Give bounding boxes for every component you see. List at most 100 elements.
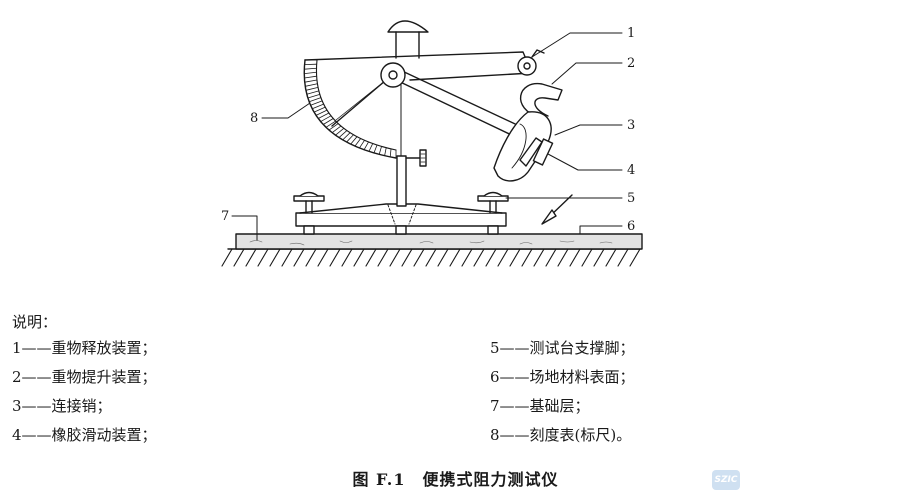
scale-tick xyxy=(346,134,354,143)
scale-tick xyxy=(315,109,328,116)
scale-tick xyxy=(389,148,392,158)
scale-tick xyxy=(354,138,362,147)
pendulum-tester-diagram: 1 2 3 4 5 6 7 8 xyxy=(221,20,643,267)
callout-1: 1 xyxy=(627,26,635,41)
scale-tick xyxy=(325,120,337,128)
scale-tick xyxy=(378,146,382,155)
hatch-line xyxy=(317,248,329,267)
hatch-line xyxy=(605,248,617,267)
support-screw-right xyxy=(477,191,509,214)
scale-tick xyxy=(303,67,317,70)
slider-block xyxy=(519,137,543,167)
hatch-line xyxy=(329,248,341,267)
scale-tick xyxy=(307,93,321,99)
hatch-line xyxy=(365,248,377,267)
hatch-line xyxy=(473,248,485,267)
legend-item-1: 1——重物释放装置； xyxy=(12,339,157,357)
legend-item-5: 5——测试台支撑脚； xyxy=(490,339,635,357)
hatch-line xyxy=(233,248,245,267)
scale-tick xyxy=(303,71,317,75)
hatch-line xyxy=(437,248,449,267)
scale-tick xyxy=(368,143,374,152)
hatch-line xyxy=(269,248,281,267)
scale-tick xyxy=(331,125,342,134)
legend-item-2: 2——重物提升装置； xyxy=(12,368,157,386)
ground-hatch xyxy=(221,248,641,267)
scale-tick xyxy=(308,97,322,103)
callout-6: 6 xyxy=(627,219,635,234)
hatch-line xyxy=(221,248,233,267)
legend-item-7: 7——基础层； xyxy=(490,397,590,415)
support-screw-left xyxy=(293,191,325,214)
legend-title: 说明： xyxy=(12,313,58,331)
leader-lines xyxy=(231,32,623,241)
scale-tick xyxy=(335,127,345,136)
frame-arm xyxy=(304,51,533,81)
hatch-line xyxy=(293,248,305,267)
callout-8: 8 xyxy=(250,111,258,126)
legend-item-6: 6——场地材料表面； xyxy=(490,368,635,386)
scale-tick xyxy=(303,75,318,79)
legend-item-8: 8——刻度表(标尺)。 xyxy=(490,426,632,444)
hatch-line xyxy=(377,248,389,267)
hatch-line xyxy=(257,248,269,267)
foot-center xyxy=(395,225,407,235)
hatch-line xyxy=(557,248,569,267)
scale-tick xyxy=(305,86,319,91)
hatch-line xyxy=(449,248,461,267)
hatch-line xyxy=(305,248,317,267)
scale-tick xyxy=(328,123,339,131)
hatch-line xyxy=(281,248,293,267)
foot-left xyxy=(303,225,315,235)
hatch-line xyxy=(341,248,353,267)
pendulum-head xyxy=(493,111,552,182)
callout-2: 2 xyxy=(627,56,635,71)
scale-tick xyxy=(320,115,332,122)
clamp-screw xyxy=(405,149,427,167)
hatch-line xyxy=(401,248,413,267)
base-platform xyxy=(295,212,507,227)
hatch-line xyxy=(521,248,533,267)
scale-tick xyxy=(350,136,358,145)
hatch-line xyxy=(245,248,257,267)
lift-hook xyxy=(520,83,563,119)
legend-item-4: 4——橡胶滑动装置； xyxy=(12,426,157,444)
scale-tick xyxy=(338,130,348,138)
hatch-line xyxy=(389,248,401,267)
foot-right xyxy=(487,225,499,235)
hatch-line xyxy=(497,248,509,267)
surface-layer xyxy=(235,233,643,250)
hatch-line xyxy=(413,248,425,267)
pendulum-arm xyxy=(395,69,529,141)
callout-5: 5 xyxy=(627,191,635,206)
callout-4: 4 xyxy=(627,163,635,178)
scale-tick xyxy=(322,118,334,125)
pivot-inner xyxy=(388,70,398,80)
hatch-line xyxy=(509,248,521,267)
hatch-line xyxy=(485,248,497,267)
hatch-line xyxy=(353,248,365,267)
legend-item-3: 3——连接销； xyxy=(12,397,112,415)
hatch-line xyxy=(581,248,593,267)
scale-tick xyxy=(373,144,378,154)
release-wheel xyxy=(517,56,537,76)
scale-tick xyxy=(306,90,320,95)
scale-tick xyxy=(342,132,351,141)
scale-tick xyxy=(311,103,325,110)
legend-grid: 1——重物释放装置； 2——重物提升装置； 3——连接销； 4——橡胶滑动装置；… xyxy=(12,338,902,458)
legend: 说明： 1——重物释放装置； 2——重物提升装置； 3——连接销； 4——橡胶滑… xyxy=(12,312,902,458)
scale-tick xyxy=(310,100,323,106)
column xyxy=(396,155,407,207)
surface-texture xyxy=(249,240,613,246)
figure-caption: 图 F.1 便携式阻力测试仪 xyxy=(352,470,559,489)
top-knob xyxy=(387,20,429,59)
hatch-line xyxy=(569,248,581,267)
scale-tick xyxy=(359,139,365,149)
scale-tick xyxy=(304,79,318,83)
pivot-outer xyxy=(380,62,406,88)
scale-tick xyxy=(304,83,318,87)
scale-tick xyxy=(313,106,326,113)
hatch-line xyxy=(461,248,473,267)
callout-3: 3 xyxy=(627,118,635,133)
hatch-line xyxy=(593,248,605,267)
